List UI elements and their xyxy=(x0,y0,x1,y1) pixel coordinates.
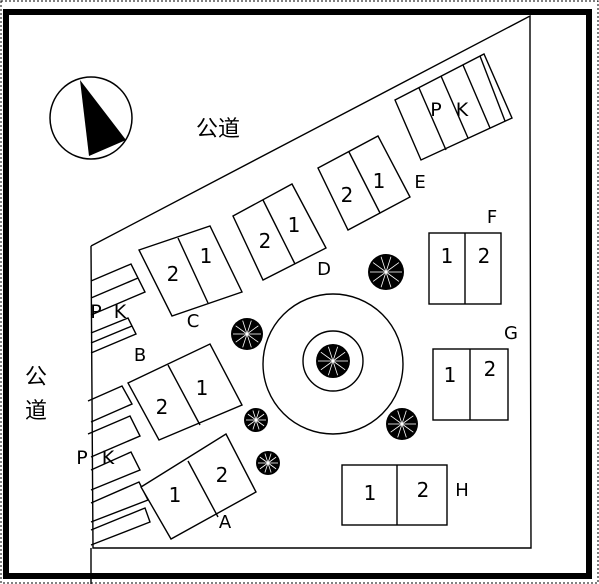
tree-icon xyxy=(244,408,268,432)
tree-icon xyxy=(316,344,350,378)
trees xyxy=(231,254,418,475)
building-a-label: A xyxy=(219,512,232,533)
building-h-label: H xyxy=(455,480,469,501)
property-boundary xyxy=(90,14,532,549)
tree-icon xyxy=(368,254,404,290)
parking-label-p-left-lower: P xyxy=(76,447,87,469)
parking-left-upper: P K xyxy=(90,263,146,354)
building-f-unit-2: 2 xyxy=(478,244,491,268)
road-label-left-1: 公 xyxy=(25,365,47,390)
map-border xyxy=(3,9,592,579)
building-e-unit-1: 2 xyxy=(341,183,354,207)
building-f-label: F xyxy=(487,207,497,228)
building-f-unit-1: 1 xyxy=(441,244,454,268)
building-b: 2 1 xyxy=(127,343,243,441)
building-g-unit-2: 2 xyxy=(484,357,497,381)
parking-top-right: P K xyxy=(394,53,513,161)
tree-icon xyxy=(386,408,418,440)
building-b-unit-1: 2 xyxy=(156,395,169,419)
building-g: 1 2 G xyxy=(432,323,518,421)
tree-icon xyxy=(231,318,263,350)
building-d-unit-2: 1 xyxy=(288,213,301,237)
building-e-label: E xyxy=(414,172,425,193)
building-d-unit-1: 2 xyxy=(259,229,272,253)
building-b-unit-2: 1 xyxy=(196,376,209,400)
road-label-top: 公道 xyxy=(196,117,240,142)
building-c-unit-2: 1 xyxy=(200,244,213,268)
building-a-unit-2: 2 xyxy=(216,463,229,487)
central-plaza xyxy=(262,293,404,435)
building-h-unit-2: 2 xyxy=(417,478,430,502)
parking-label-k-left-lower: K xyxy=(102,447,115,469)
building-g-unit-1: 1 xyxy=(444,363,457,387)
parking-label-k-top: K xyxy=(456,99,469,121)
building-b-label: B xyxy=(134,345,146,366)
building-a: 1 2 A xyxy=(140,433,257,540)
building-c: 2 1 C xyxy=(138,225,243,332)
north-arrow-icon xyxy=(49,76,133,160)
tree-icon xyxy=(256,451,280,475)
building-f: 1 2 F xyxy=(428,207,502,305)
building-d-label: D xyxy=(317,259,331,280)
road-label-left-2: 道 xyxy=(25,399,47,424)
building-c-unit-1: 2 xyxy=(167,262,180,286)
building-h: 1 2 H xyxy=(341,464,469,526)
building-a-unit-1: 1 xyxy=(169,483,182,507)
building-e-unit-2: 1 xyxy=(373,169,386,193)
building-e: 2 1 E xyxy=(317,135,426,231)
building-d: 2 1 D xyxy=(232,183,331,281)
parking-left-lower: P K xyxy=(76,385,151,546)
parking-label-k-left-upper: K xyxy=(114,301,127,323)
building-h-unit-1: 1 xyxy=(364,481,377,505)
building-c-label: C xyxy=(187,311,200,332)
parking-label-p-top: P xyxy=(430,99,441,121)
parking-label-p-left-upper: P xyxy=(90,301,101,323)
building-g-label: G xyxy=(504,323,518,344)
